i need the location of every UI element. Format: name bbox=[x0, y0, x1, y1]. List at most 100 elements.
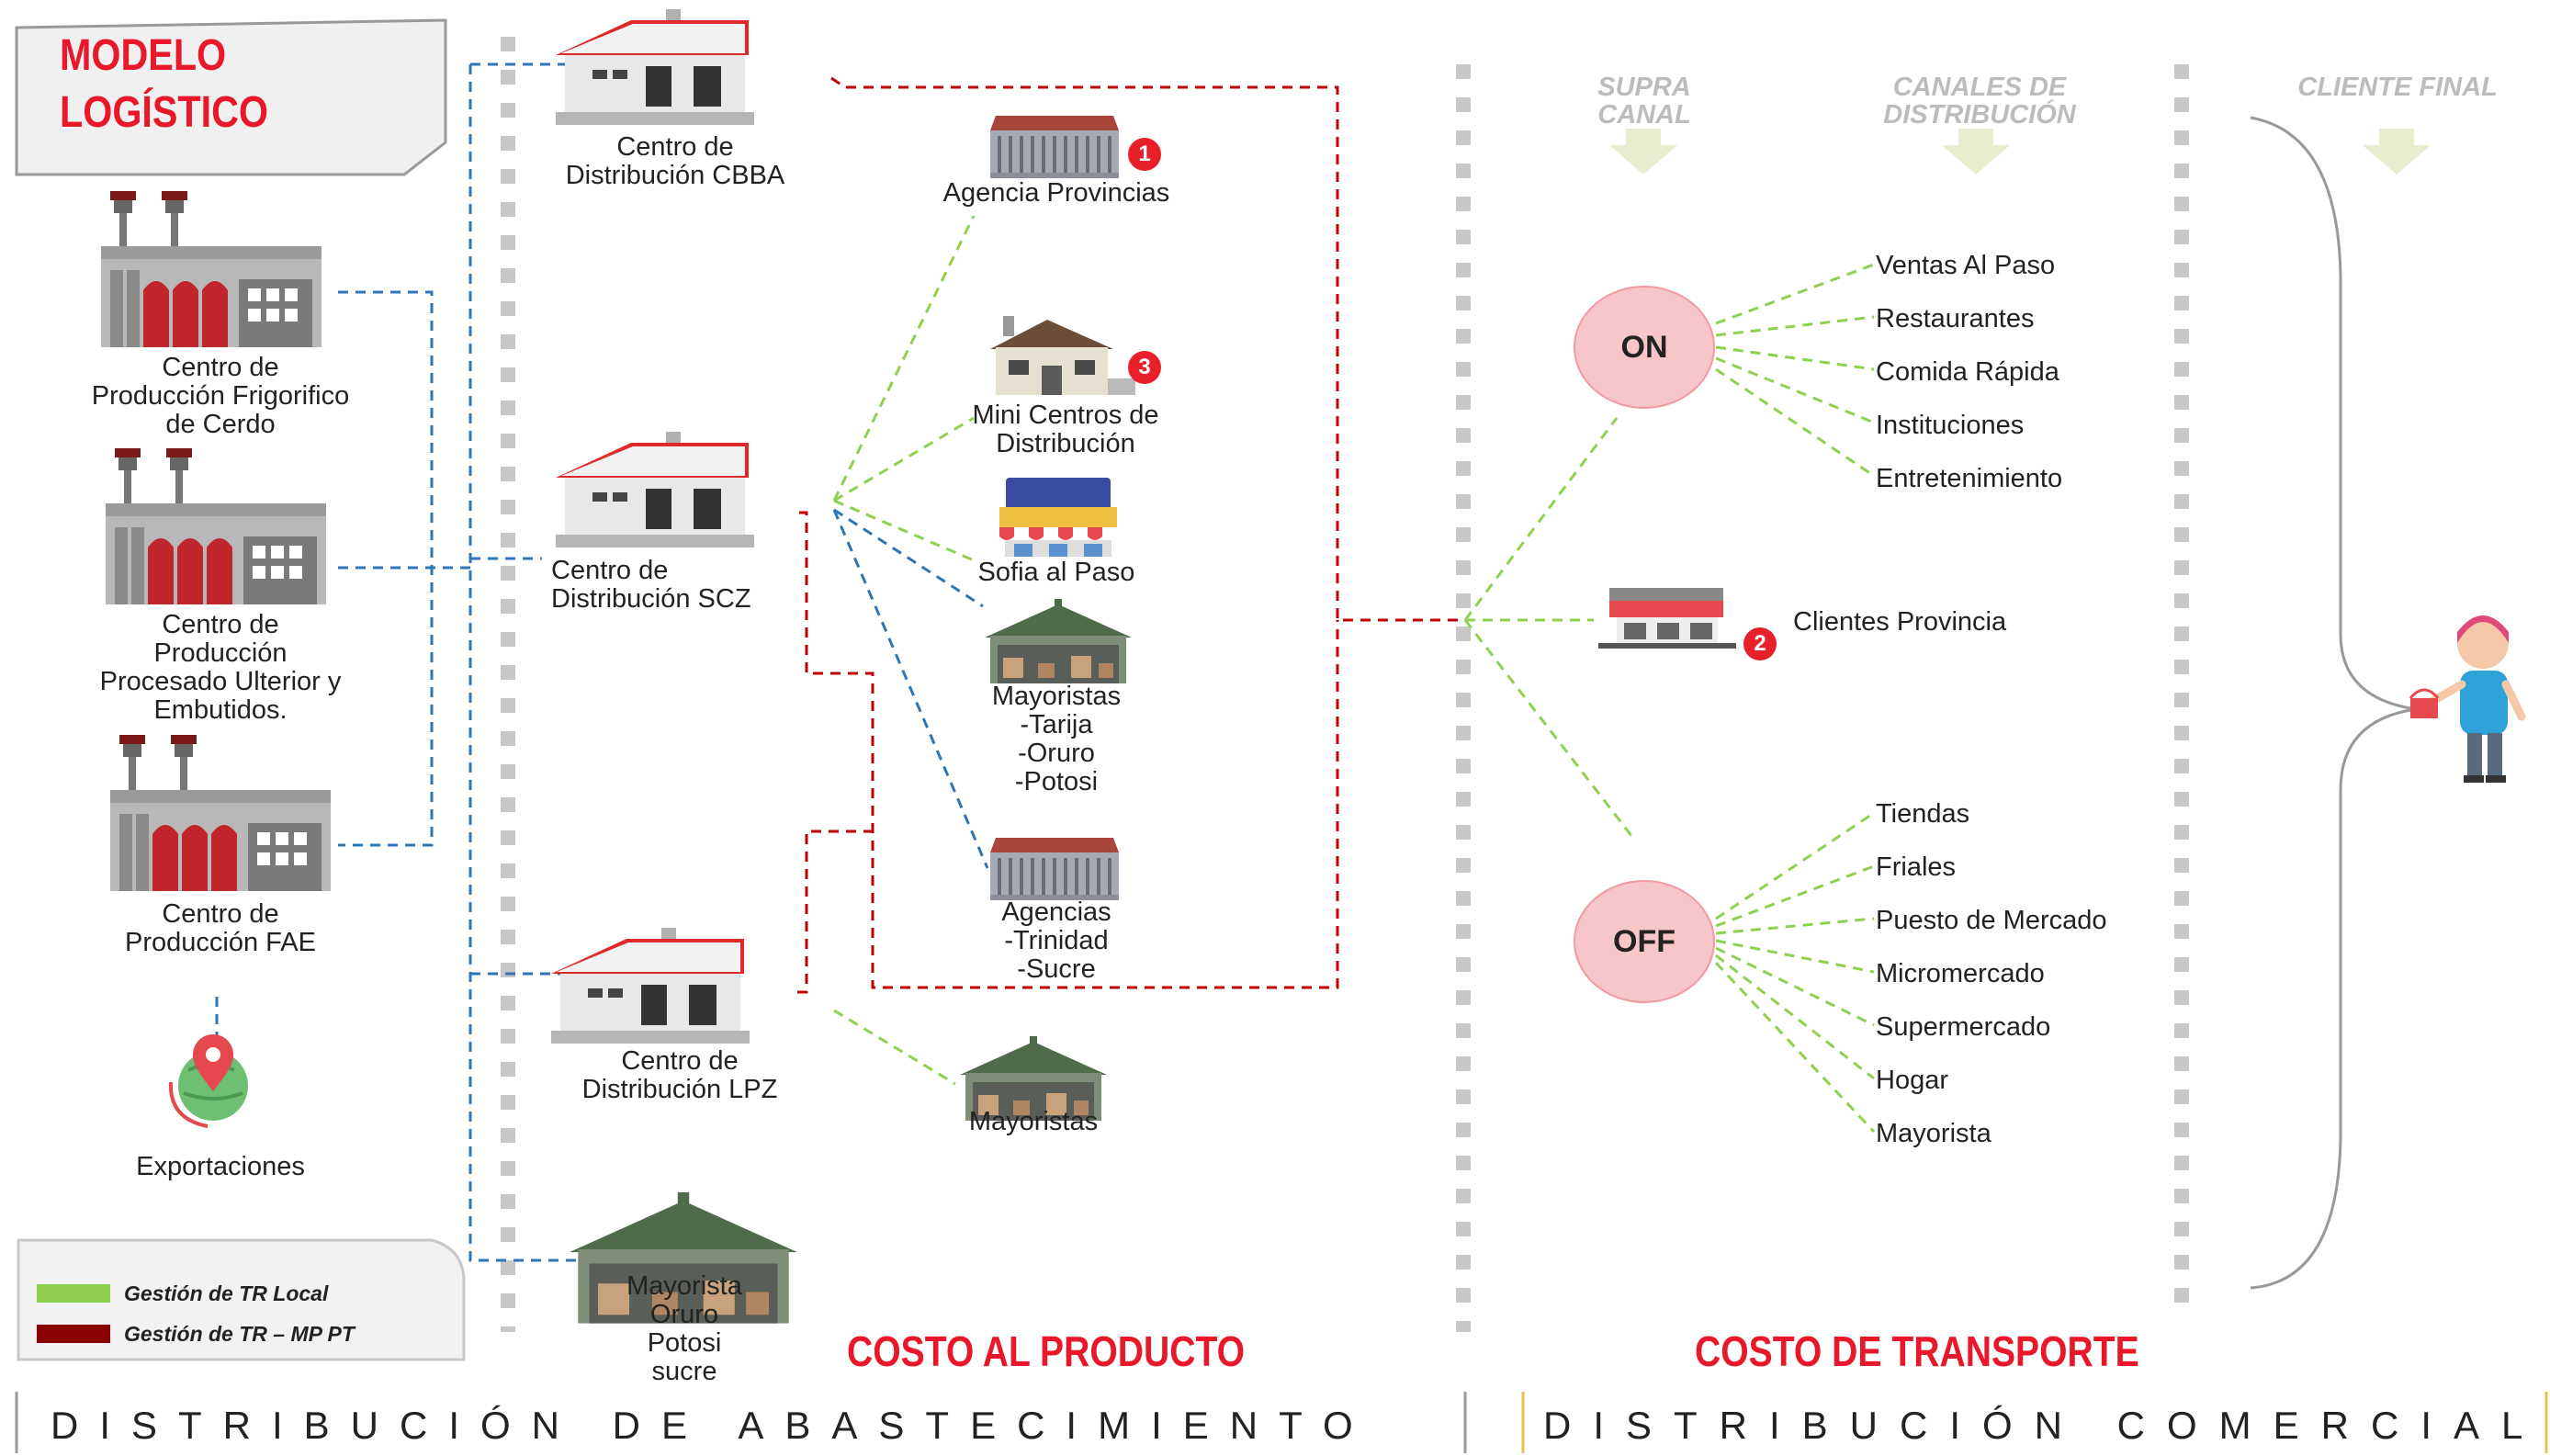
red-connectors bbox=[797, 76, 1465, 994]
footer-abastecimiento: DISTRIBUCIÓN DE ABASTECIMIENTO bbox=[51, 1404, 1374, 1447]
production-center-label: Centro de Producción Procesado Ulterior … bbox=[28, 611, 413, 725]
header-line: DISTRIBUCIÓN bbox=[1883, 100, 2076, 130]
label-line: -Sucre bbox=[1017, 954, 1096, 984]
channel-item: Ventas Al Paso bbox=[1876, 251, 2056, 280]
header-arrows bbox=[1609, 129, 2431, 175]
channel-item: Restaurantes bbox=[1876, 304, 2035, 333]
blue-connectors bbox=[215, 62, 989, 1262]
agency-icon bbox=[990, 116, 1119, 178]
sofia-label: Sofia al Paso bbox=[977, 558, 1135, 587]
dc-lpz-label: Centro de Distribución LPZ bbox=[551, 1047, 808, 1104]
badge-2: 2 bbox=[1743, 627, 1777, 660]
channel-item: Instituciones bbox=[1876, 411, 2025, 440]
header-line: CANAL bbox=[1597, 100, 1691, 130]
label-line: -Tarija bbox=[1020, 710, 1093, 739]
off-label: OFF bbox=[1613, 924, 1676, 959]
label-line: Centro de bbox=[162, 353, 279, 382]
warehouse-icon bbox=[556, 432, 754, 547]
label-line: Mayoristas bbox=[991, 682, 1122, 711]
label-line: -Potosi bbox=[1014, 767, 1099, 796]
label-line: Procesado Ulterior y bbox=[99, 667, 342, 696]
legend-mppt-label: Gestión de TR – MP PT bbox=[124, 1322, 355, 1346]
header-supra-canal: SUPRA CANAL bbox=[1562, 73, 1727, 129]
agencias-list-label: Agencias -Trinidad -Sucre bbox=[909, 898, 1203, 984]
legend-local-label: Gestión de TR Local bbox=[124, 1281, 329, 1305]
label-line: Distribución SCZ bbox=[551, 584, 751, 614]
header-cliente-final: CLIENTE FINAL bbox=[2297, 73, 2498, 102]
production-center-label: Centro de Producción Frigorifico de Cerd… bbox=[28, 354, 413, 439]
factory-icon bbox=[106, 448, 326, 604]
label-line: Mini Centros de bbox=[972, 401, 1159, 430]
dc-scz-label: Centro de Distribución SCZ bbox=[551, 557, 808, 614]
header-line: SUPRA bbox=[1597, 73, 1691, 102]
title-line-2: LOGÍSTICO bbox=[60, 88, 269, 137]
header-line: CANALES DE bbox=[1892, 73, 2067, 102]
label-line: Producción FAE bbox=[125, 928, 316, 957]
label-line: Mayorista bbox=[626, 1271, 742, 1301]
legend-swatch-local bbox=[37, 1284, 110, 1303]
client-brace bbox=[2250, 116, 2417, 1290]
channel-item: Hogar bbox=[1876, 1066, 1948, 1095]
footer-comercial: DISTRIBUCIÓN COMERCIAL bbox=[1543, 1404, 2545, 1447]
off-channel-list: Tiendas Friales Puesto de Mercado Microm… bbox=[1876, 787, 2106, 1160]
label-line: Producción Frigorifico bbox=[91, 381, 350, 411]
clientes-provincia-label: Clientes Provincia bbox=[1793, 607, 2007, 637]
label-line: sucre bbox=[651, 1357, 717, 1386]
factory-icon bbox=[101, 191, 322, 347]
storefront-icon bbox=[1598, 588, 1736, 649]
label-line: Potosi bbox=[647, 1328, 722, 1358]
factory-icon bbox=[110, 735, 331, 891]
label-line: Agencias bbox=[1001, 897, 1111, 927]
off-circle bbox=[1574, 880, 1715, 1003]
label-line: Distribución LPZ bbox=[581, 1075, 778, 1104]
badge-3: 3 bbox=[1128, 351, 1161, 384]
bracket-comercial bbox=[1521, 1392, 2548, 1453]
channel-item: Puesto de Mercado bbox=[1876, 906, 2107, 935]
channel-item: Micromercado bbox=[1876, 959, 2045, 988]
badge-1: 1 bbox=[1128, 138, 1161, 171]
label-line: de Cerdo bbox=[165, 410, 276, 439]
legend-box bbox=[17, 1238, 466, 1361]
house-icon bbox=[990, 316, 1135, 395]
label-line: Oruro bbox=[649, 1300, 719, 1329]
channel-item: Comida Rápida bbox=[1876, 357, 2059, 387]
mayoristas-label: Mayoristas bbox=[968, 1107, 1099, 1136]
shed-icon bbox=[985, 599, 1132, 683]
store-icon bbox=[999, 478, 1117, 557]
label-line: Centro de bbox=[616, 132, 734, 162]
channel-item: Tiendas bbox=[1876, 799, 1970, 829]
title-line-1: MODELO bbox=[60, 31, 227, 80]
customer-icon bbox=[2409, 615, 2526, 783]
on-channel-list: Ventas Al Paso Restaurantes Comida Rápid… bbox=[1876, 239, 2062, 505]
bracket-abastecimiento bbox=[15, 1392, 1467, 1453]
costo-producto-label: COSTO AL PRODUCTO bbox=[847, 1327, 1246, 1375]
page-title: MODELO LOGÍSTICO bbox=[60, 28, 268, 141]
channel-item: Mayorista bbox=[1876, 1119, 1991, 1148]
mini-centros-label: Mini Centros de Distribución bbox=[919, 401, 1213, 458]
costo-transporte-label: COSTO DE TRANSPORTE bbox=[1695, 1327, 2139, 1375]
production-center-label: Centro de Producción FAE bbox=[28, 900, 413, 957]
channel-item: Supermercado bbox=[1876, 1012, 2051, 1042]
channel-item: Friales bbox=[1876, 852, 1957, 882]
title-box bbox=[15, 18, 447, 176]
header-canales: CANALES DE DISTRIBUCIÓN bbox=[1860, 73, 2099, 129]
label-line: -Oruro bbox=[1018, 739, 1095, 768]
label-line: Producción bbox=[153, 638, 288, 668]
label-line: Centro de bbox=[621, 1046, 739, 1076]
on-circle bbox=[1574, 286, 1715, 409]
label-line: Centro de bbox=[162, 610, 279, 639]
legend-swatch-mppt bbox=[37, 1325, 110, 1343]
green-connectors bbox=[832, 215, 1876, 1134]
exportaciones-label: Exportaciones bbox=[136, 1152, 305, 1181]
agencia-provincias-label: Agencia Provincias bbox=[942, 178, 1170, 208]
mayorista-bottom-label: Mayorista Oruro Potosi sucre bbox=[570, 1272, 799, 1386]
label-line: Distribución CBBA bbox=[565, 161, 785, 190]
mayoristas-list-label: Mayoristas -Tarija -Oruro -Potosi bbox=[909, 683, 1203, 796]
warehouse-icon bbox=[556, 9, 754, 125]
label-line: -Trinidad bbox=[1004, 926, 1109, 955]
channel-item: Entretenimiento bbox=[1876, 464, 2063, 493]
on-label: ON bbox=[1620, 330, 1668, 365]
label-line: Distribución bbox=[996, 429, 1135, 458]
